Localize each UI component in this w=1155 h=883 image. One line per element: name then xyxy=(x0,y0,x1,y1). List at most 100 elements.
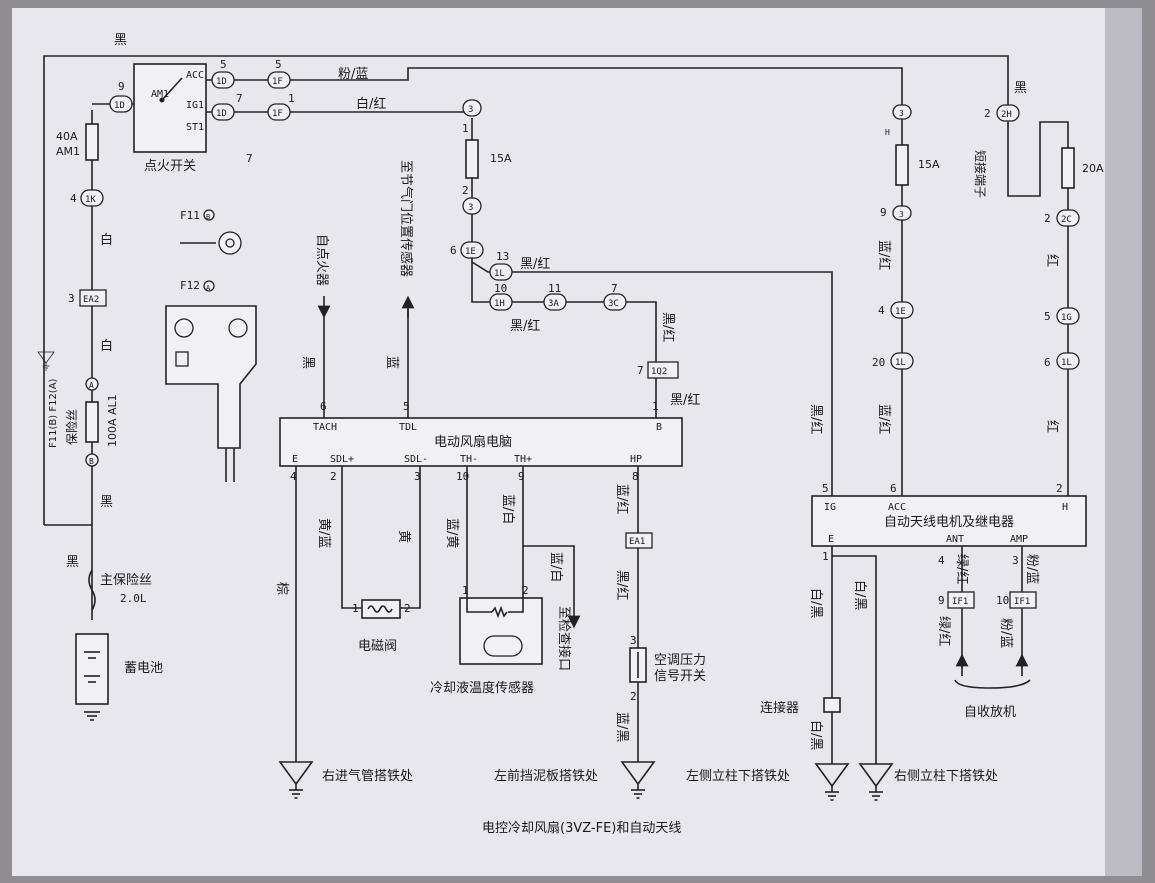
f12-name: F12 xyxy=(180,279,200,292)
antenna-pin-ig: IG xyxy=(824,502,836,513)
pin-9-if1: 9 xyxy=(938,594,945,607)
fuse-am1-name: AM1 xyxy=(56,145,80,158)
pin-7-1q2: 7 xyxy=(637,364,644,377)
wire-black-red-b: 黑/红 xyxy=(670,392,700,408)
wire-black-red-ac: 黑/红 xyxy=(614,570,630,600)
wire-black-tach: 黑 xyxy=(300,356,315,369)
pin-7-3c: 7 xyxy=(611,282,618,295)
connector-box: 连接器 xyxy=(760,697,841,716)
fuse-15a-right-rating: 15A xyxy=(918,158,940,171)
wire-green-red-2: 绿/红 xyxy=(936,616,952,646)
short-pin-label: 短接端子 xyxy=(973,150,988,198)
main-fuse: 主保险丝 2.0L xyxy=(88,569,152,611)
wire-white-red: 白/红 xyxy=(356,96,386,112)
pin-20-1l: 20 xyxy=(872,356,885,369)
wire-blue-red-r2: 蓝/红 xyxy=(876,404,892,434)
wire-green-red-1: 绿/红 xyxy=(954,554,970,584)
conn-ea2: EA2 xyxy=(83,295,99,305)
conn-if1-amp: IF1 xyxy=(1014,597,1030,607)
fuse-am1-rating: 40A xyxy=(56,130,78,143)
coolant-temp-sensor: 冷却液温度传感器 xyxy=(430,597,543,696)
conn-3-right-bottom: 3 xyxy=(899,210,904,219)
ground-label-4: 右侧立柱下搭铁处 xyxy=(894,768,998,784)
wire-black-red-mid: 黑/红 xyxy=(510,318,540,334)
fuse-15a-left-rating: 15A xyxy=(490,152,512,165)
wire-red-2: 红 xyxy=(1044,420,1060,433)
pin-2-2c: 2 xyxy=(1044,212,1051,225)
solenoid-valve: 电磁阀 xyxy=(358,599,401,654)
wire-black-left: 黑 xyxy=(66,555,79,570)
ecu-pin-tdl: TDL xyxy=(399,422,417,433)
conn-1l-right: 1L xyxy=(895,358,906,368)
ecu-pin-tach: TACH xyxy=(313,422,337,433)
battery-label: 蓄电池 xyxy=(124,661,163,676)
ac-switch-label-line2: 信号开关 xyxy=(654,669,706,684)
pin-1-sensor: 1 xyxy=(462,584,469,597)
wire-blue-white-2: 蓝/白 xyxy=(548,552,564,582)
ecu-pin-hp: HP xyxy=(630,454,642,465)
fuse-15a-left xyxy=(465,139,479,179)
conn-1f-acc: 1F xyxy=(272,77,283,87)
pin-6-tach: 6 xyxy=(320,400,327,413)
wire-yellow-blue: 黄/蓝 xyxy=(316,518,331,548)
f11-icon-letter: B xyxy=(206,213,210,221)
pin-9-right: 9 xyxy=(880,206,887,219)
ac-pressure-switch: 空调压力 信号开关 xyxy=(629,647,706,684)
pin-5-ig: 5 xyxy=(822,482,829,495)
antenna-motor-relay: 自动天线电机及继电器 IG ACC H E ANT AMP xyxy=(811,495,1087,547)
pin-4-1k: 4 xyxy=(70,192,77,205)
pin-10-if1: 10 xyxy=(996,594,1009,607)
wire-yellow: 黄 xyxy=(396,530,411,543)
ignition-number: 7 xyxy=(246,152,253,165)
from-igniter-label: 自点火器 xyxy=(314,234,329,286)
wire-brown-e: 棕 xyxy=(274,582,289,595)
pin-3-ea2: 3 xyxy=(68,292,75,305)
signal-leads: 自点火器 至节气门位置传感器 至检查接口 xyxy=(314,160,1029,676)
conn-if1-ant: IF1 xyxy=(952,597,968,607)
pin-9-th: 9 xyxy=(518,470,525,483)
fan-ecu: 电动风扇电脑 TACH TDL B E SDL+ SDL- TH- TH+ HP xyxy=(279,417,683,467)
f12-icon-letter: A xyxy=(206,284,211,292)
conn-3-right-top: 3 xyxy=(899,109,904,118)
conn-b: B xyxy=(89,457,94,466)
radio-group: 自收放机 xyxy=(964,705,1016,720)
ecu-pin-sdl-minus: SDL- xyxy=(404,454,428,465)
ecu-pin-th-minus: TH- xyxy=(460,454,478,465)
wire-white-black-2: 白/黑 xyxy=(852,580,868,610)
pin-8-hp: 8 xyxy=(632,470,639,483)
fuse-al1 xyxy=(85,401,99,443)
diagram-caption: 电控冷却风扇(3VZ-FE)和自动天线 xyxy=(482,820,681,836)
wire-pink-blue-amp: 粉/蓝 xyxy=(1024,554,1039,584)
wire-blue-tdl: 蓝 xyxy=(384,356,399,369)
pin-2-sensor: 2 xyxy=(522,584,529,597)
pin-2-fuse: 2 xyxy=(462,184,469,197)
solenoid-label: 电磁阀 xyxy=(358,639,397,654)
coolant-sensor-label: 冷却液温度传感器 xyxy=(430,680,534,696)
wires xyxy=(43,55,1069,764)
conn-1l-far-right: 1L xyxy=(1061,358,1072,368)
pin-11-3a: 11 xyxy=(548,282,561,295)
ignition-switch: AM1 ACC IG1 ST1 点火开关 7 xyxy=(133,63,253,174)
conn-ea1: EA1 xyxy=(629,537,645,547)
fuse-al1-rating: 100A AL1 xyxy=(106,394,119,447)
conn-3a: 3A xyxy=(548,299,559,309)
antenna-pin-h: H xyxy=(1062,502,1068,513)
conn-3-pin-h: H xyxy=(885,128,890,137)
pin-1-sol: 1 xyxy=(352,602,359,615)
ignition-ig1-label: IG1 xyxy=(186,100,204,111)
wire-black-2h: 黑 xyxy=(1014,81,1027,96)
conn-1d-acc: 1D xyxy=(216,77,227,87)
wire-white-1: 白 xyxy=(100,232,113,248)
page-edge xyxy=(1105,8,1142,876)
conn-1d-am1: 1D xyxy=(114,101,125,111)
conn-a: A xyxy=(89,381,94,390)
wire-blue-red-r1: 蓝/红 xyxy=(876,240,892,270)
to-check-label: 至检查接口 xyxy=(556,606,572,671)
conn-1g: 1G xyxy=(1061,313,1072,323)
ecu-pin-e: E xyxy=(292,454,298,465)
conn-3-bottom: 3 xyxy=(468,203,473,213)
main-fuse-label: 主保险丝 xyxy=(100,573,152,588)
conn-1q2: 1Q2 xyxy=(651,367,667,377)
ignition-switch-label: 点火开关 xyxy=(144,159,196,174)
